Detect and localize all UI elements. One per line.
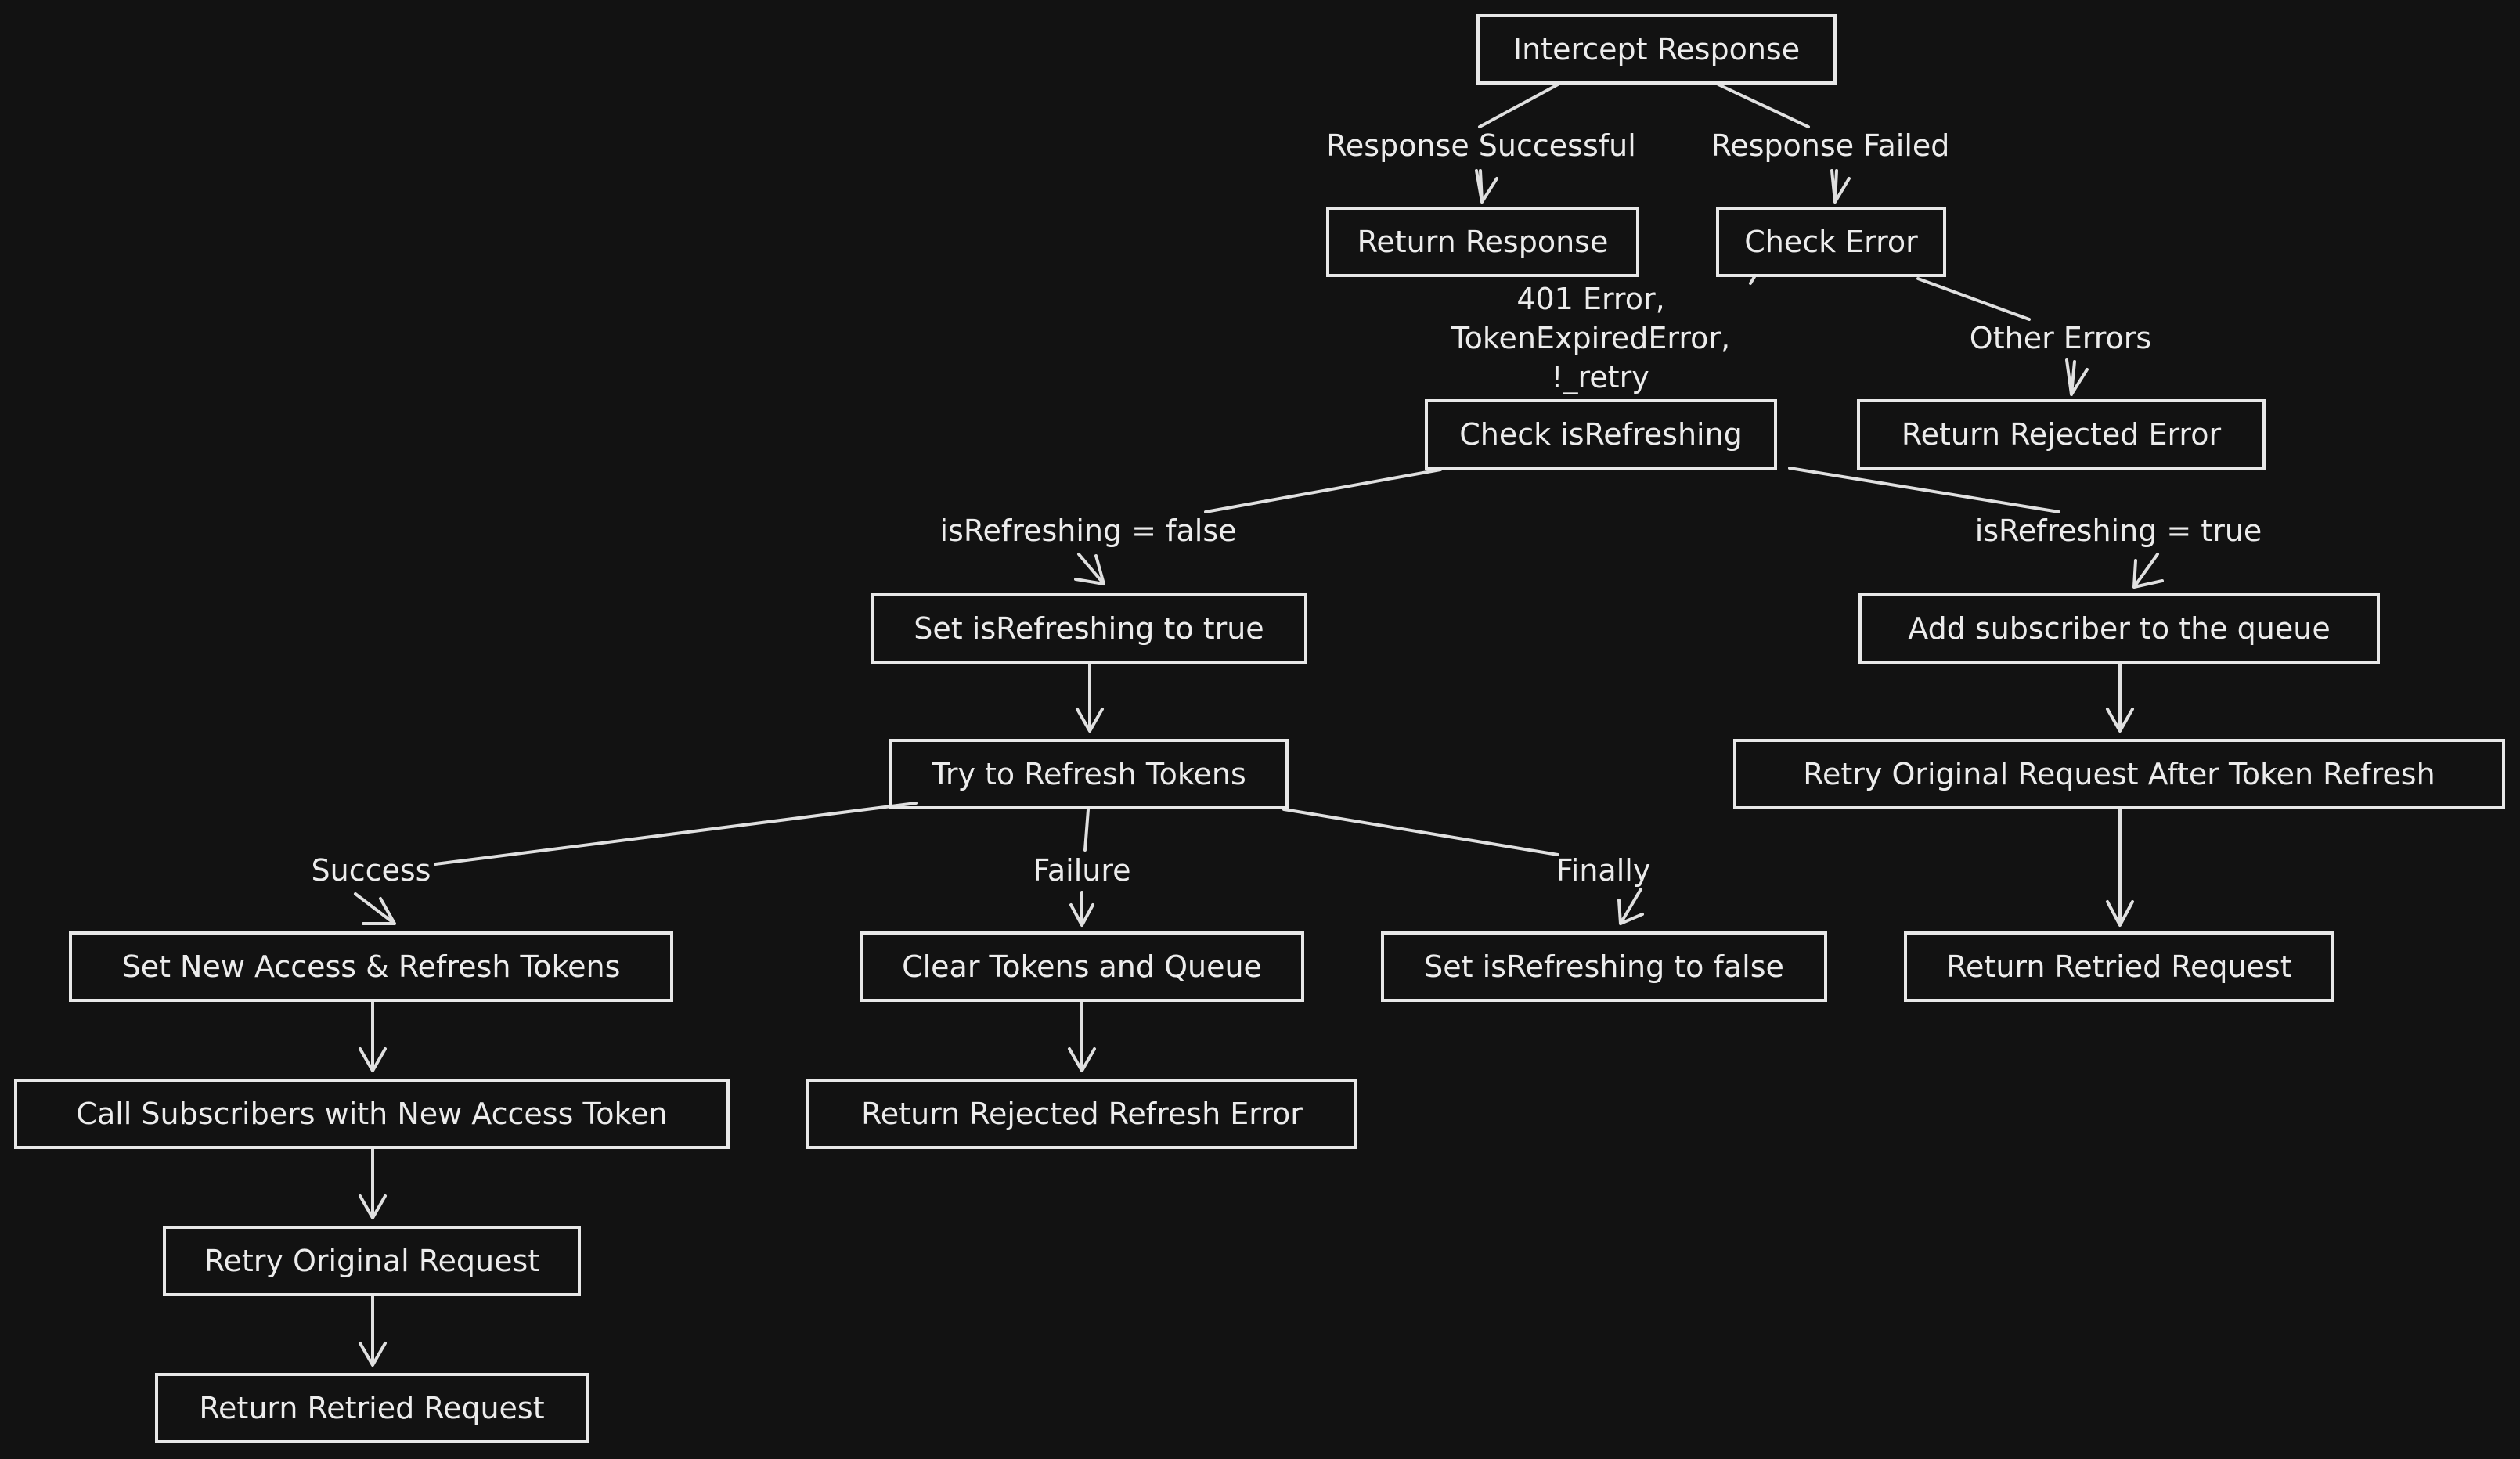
svg-text:Set isRefreshing to true: Set isRefreshing to true: [914, 611, 1264, 646]
arrow-head-clear-tokens: [1069, 891, 1094, 927]
svg-text:Clear Tokens and Queue: Clear Tokens and Queue: [902, 949, 1262, 984]
edge-intercept-to-check-error: [1717, 83, 1810, 128]
arrow-head-call-subscribers: [359, 1047, 387, 1072]
node-retry-original-request: Retry Original Request: [163, 1226, 581, 1296]
svg-text:Add subscriber to the queue: Add subscriber to the queue: [1908, 611, 2330, 646]
svg-text:Retry Original Request: Retry Original Request: [204, 1244, 539, 1278]
node-return-retried-request-left: Return Retried Request: [155, 1373, 589, 1443]
arrow-head-set-false: [1617, 888, 1644, 925]
nodes: Intercept Response Return Response Check…: [14, 14, 2505, 1443]
arrow-head-return-response: [1475, 169, 1498, 204]
edge-intercept-to-return-response: [1478, 83, 1559, 128]
label-is-refreshing-true: isRefreshing = true: [1975, 513, 2262, 548]
edge-try-refresh-to-finally: [1282, 808, 1559, 856]
edge-check-is-refreshing-to-true: [1788, 467, 2060, 513]
edges: [354, 83, 2164, 1367]
edge-labels: Response Successful Response Failed 401 …: [312, 128, 2262, 888]
node-return-retried-request-right: Return Retried Request: [1904, 931, 2334, 1002]
node-clear-tokens-queue: Clear Tokens and Queue: [860, 931, 1304, 1002]
arrow-head-add-subscriber: [2132, 553, 2164, 589]
node-return-rejected-error: Return Rejected Error: [1857, 399, 2266, 470]
label-failure: Failure: [1033, 853, 1130, 888]
svg-text:Check Error: Check Error: [1744, 225, 1918, 259]
node-retry-after-refresh: Retry Original Request After Token Refre…: [1733, 739, 2505, 809]
edge-check-is-refreshing-to-false: [1204, 468, 1442, 513]
svg-text:Return Rejected Error: Return Rejected Error: [1902, 417, 2222, 452]
svg-text:Check isRefreshing: Check isRefreshing: [1459, 417, 1743, 452]
svg-text:Retry Original Request After T: Retry Original Request After Token Refre…: [1803, 757, 2435, 791]
label-success: Success: [312, 853, 431, 888]
node-check-is-refreshing: Check isRefreshing: [1425, 399, 1777, 470]
arrow-head-retry-original: [359, 1194, 387, 1219]
node-intercept-response: Intercept Response: [1476, 14, 1837, 85]
node-add-subscriber: Add subscriber to the queue: [1858, 593, 2380, 664]
arrow-head-return-retried-right: [2106, 900, 2134, 927]
svg-text:Intercept Response: Intercept Response: [1513, 32, 1800, 67]
edge-check-error-to-other-errors: [1916, 277, 2031, 321]
node-try-refresh-tokens: Try to Refresh Tokens: [889, 739, 1289, 809]
node-set-is-refreshing-true: Set isRefreshing to true: [871, 593, 1307, 664]
node-set-new-tokens: Set New Access & Refresh Tokens: [69, 931, 673, 1002]
arrow-head-try-refresh: [1076, 708, 1104, 733]
arrow-head-rejected-refresh: [1068, 1047, 1096, 1072]
arrow-head-check-error: [1830, 169, 1851, 204]
edge-try-refresh-to-failure: [1083, 808, 1090, 852]
svg-text:Try to Refresh Tokens: Try to Refresh Tokens: [931, 757, 1246, 791]
svg-text:Return Retried Request: Return Retried Request: [1946, 949, 2291, 984]
arrow-head-set-new-tokens: [354, 892, 396, 925]
svg-text:Set New Access & Refresh Token: Set New Access & Refresh Tokens: [122, 949, 621, 984]
node-check-error: Check Error: [1716, 207, 1946, 277]
edge-try-refresh-to-success: [434, 802, 918, 866]
svg-text:Set isRefreshing to false: Set isRefreshing to false: [1424, 949, 1784, 984]
label-401-error-line1: 401 Error,: [1516, 282, 1664, 316]
node-set-is-refreshing-false: Set isRefreshing to false: [1381, 931, 1827, 1002]
label-is-refreshing-false: isRefreshing = false: [939, 513, 1236, 548]
svg-text:Return Retried Request: Return Retried Request: [199, 1391, 544, 1425]
label-finally: Finally: [1556, 853, 1651, 888]
label-other-errors: Other Errors: [1970, 321, 2151, 355]
label-401-error-line3: !_retry: [1551, 360, 1649, 394]
svg-text:Call Subscribers with New Acce: Call Subscribers with New Access Token: [76, 1097, 667, 1131]
svg-text:Return Rejected Refresh Error: Return Rejected Refresh Error: [861, 1097, 1303, 1131]
arrow-head-retry-after: [2106, 708, 2134, 733]
node-return-response: Return Response: [1326, 207, 1639, 277]
arrow-head-set-is-refreshing-true: [1074, 553, 1105, 585]
arrow-head-return-retried-left: [359, 1342, 387, 1367]
label-response-failed: Response Failed: [1711, 128, 1950, 163]
label-response-successful: Response Successful: [1326, 128, 1636, 163]
svg-text:Return Response: Return Response: [1357, 225, 1609, 259]
node-call-subscribers: Call Subscribers with New Access Token: [14, 1079, 730, 1149]
node-return-rejected-refresh-error: Return Rejected Refresh Error: [806, 1079, 1357, 1149]
arrow-head-return-rejected-error: [2065, 358, 2089, 396]
label-401-error-line2: TokenExpiredError,: [1451, 321, 1730, 355]
